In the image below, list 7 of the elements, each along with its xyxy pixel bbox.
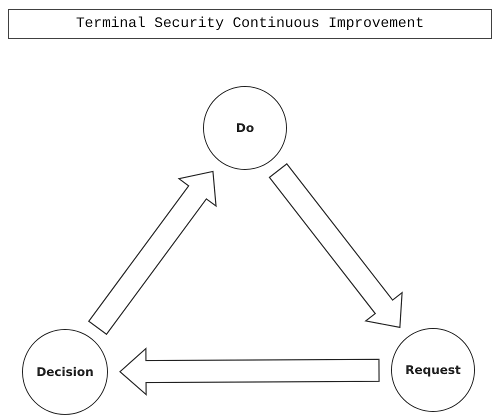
node-label: Request	[405, 363, 461, 377]
block-arrow	[88, 170, 217, 336]
block-arrow	[268, 163, 403, 328]
block-arrow	[119, 347, 380, 396]
node-label: Do	[236, 121, 254, 135]
title-box: Terminal Security Continuous Improvement	[8, 9, 492, 39]
node-label: Decision	[36, 365, 94, 379]
